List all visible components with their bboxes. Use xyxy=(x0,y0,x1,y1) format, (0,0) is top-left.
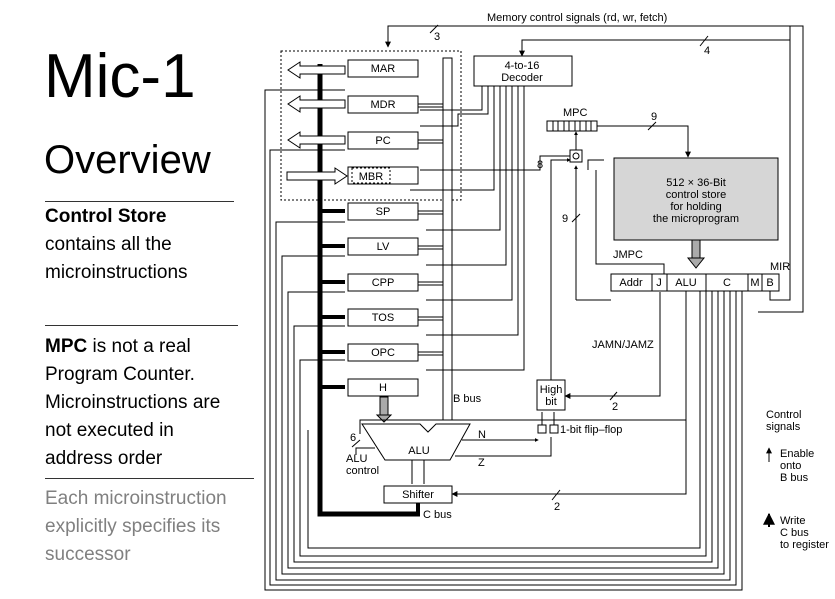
legend-write-2: C bus xyxy=(780,527,809,539)
mpc-label: MPC xyxy=(563,107,588,119)
control-store-3: for holding xyxy=(670,201,721,213)
control-store-1: 512 × 36-Bit xyxy=(666,177,726,189)
jamn-jamz-label: JAMN/JAMZ xyxy=(592,339,654,351)
width-9b: 9 xyxy=(562,213,568,225)
note-mpc-text: is not a real Program Counter. Microinst… xyxy=(45,336,221,469)
divider xyxy=(45,201,234,202)
decoder-label-2: Decoder xyxy=(501,72,543,84)
memory-control-label: Memory control signals (rd, wr, fetch) xyxy=(487,12,667,24)
flipflop-z xyxy=(549,424,559,434)
register-pc: PC xyxy=(347,131,419,150)
flipflop-n xyxy=(537,424,547,434)
z-label: Z xyxy=(478,457,485,469)
mir-dividers xyxy=(651,274,763,291)
flipflop-label: 1-bit flip–flop xyxy=(560,424,622,436)
shifter-label: Shifter xyxy=(402,489,434,501)
b-bus-enables xyxy=(418,103,443,356)
register-mbr: MBR xyxy=(347,166,419,185)
b-bus xyxy=(442,57,453,421)
slide-subtitle: Overview xyxy=(44,138,211,182)
svg-text:OPC: OPC xyxy=(371,347,395,359)
b-enable-lines xyxy=(410,94,525,371)
register-sp: SP xyxy=(347,202,419,221)
alu-label: ALU xyxy=(408,445,429,457)
svg-text:CPP: CPP xyxy=(372,277,395,289)
svg-text:SP: SP xyxy=(376,206,391,218)
decoder-box xyxy=(473,55,573,87)
c-bus-taps xyxy=(320,66,345,389)
width-3: 3 xyxy=(434,31,440,43)
legend-enable-3: B bus xyxy=(780,472,809,484)
legend-enable-2: onto xyxy=(780,460,801,472)
note-mpc-bold: MPC xyxy=(45,336,88,357)
mir-field-m: M xyxy=(750,277,759,289)
mir-register xyxy=(610,273,780,292)
svg-text:H: H xyxy=(379,382,387,394)
decoder-outputs xyxy=(481,86,525,94)
b-bus-label: B bus xyxy=(453,393,482,405)
mpc-bits xyxy=(552,121,592,131)
memory-control-line xyxy=(385,25,804,313)
high-bit-2: bit xyxy=(545,396,557,408)
control-store-4: the microprogram xyxy=(653,213,739,225)
width-2b: 2 xyxy=(554,501,560,513)
mir-field-j: J xyxy=(656,277,662,289)
mir-label: MIR xyxy=(770,261,790,273)
n-label: N xyxy=(478,429,486,441)
divider xyxy=(45,325,238,326)
control-store-2: control store xyxy=(666,189,727,201)
register-opc: OPC xyxy=(347,343,419,362)
memory-arrows xyxy=(286,61,348,185)
width-8: 8 xyxy=(537,159,543,171)
svg-text:MBR: MBR xyxy=(359,171,384,183)
alu-control-2: control xyxy=(346,465,379,477)
or-gate xyxy=(569,149,583,163)
legend-title-2: signals xyxy=(766,421,801,433)
legend-enable-1: Enable xyxy=(780,448,814,460)
svg-text:LV: LV xyxy=(377,241,390,253)
c-bus-label: C bus xyxy=(423,509,452,521)
svg-text:MAR: MAR xyxy=(371,63,396,75)
mir-field-b: B xyxy=(766,277,773,289)
decoder-input xyxy=(519,26,791,57)
decoder-label-1: 4-to-16 xyxy=(505,60,540,72)
register-mdr: MDR xyxy=(347,95,419,114)
mir-field-addr: Addr xyxy=(619,277,643,289)
alu-shape xyxy=(361,423,471,461)
note-control-store-text: contains all the microinstructions xyxy=(45,234,188,283)
width-2a: 2 xyxy=(612,401,618,413)
control-store xyxy=(613,157,779,241)
register-mar: MAR xyxy=(347,59,419,78)
note-mpc: MPC is not a real Program Counter. Micro… xyxy=(45,333,245,473)
width-4: 4 xyxy=(704,45,710,57)
note-successor: Each microinstruction explicitly specifi… xyxy=(45,488,227,565)
mir-field-alu: ALU xyxy=(675,277,696,289)
svg-text:MDR: MDR xyxy=(370,99,395,111)
legend-write-1: Write xyxy=(780,515,805,527)
c-bus xyxy=(317,64,420,517)
mir-field-c: C xyxy=(723,277,731,289)
width-6: 6 xyxy=(350,432,356,444)
mpc-register xyxy=(546,120,598,132)
register-h: H xyxy=(347,378,419,397)
jmpc-label: JMPC xyxy=(613,249,643,261)
c-field-lines xyxy=(264,89,743,591)
register-cpp: CPP xyxy=(347,273,419,292)
svg-text:TOS: TOS xyxy=(372,312,394,324)
legend-title-1: Control xyxy=(766,409,801,421)
alu-control-1: ALU xyxy=(346,453,367,465)
legend-write-3: to register xyxy=(780,539,829,551)
svg-text:PC: PC xyxy=(375,135,390,147)
register-lv: LV xyxy=(347,237,419,256)
h-to-alu xyxy=(379,396,389,416)
note-control-store: Control Store contains all the microinst… xyxy=(45,203,245,287)
slide-title: Mic-1 xyxy=(44,42,196,111)
high-bit-1: High xyxy=(540,384,563,396)
divider xyxy=(45,478,254,479)
note-control-store-bold: Control Store xyxy=(45,206,167,227)
register-tos: TOS xyxy=(347,308,419,327)
memory-interface-box xyxy=(280,50,462,201)
width-9a: 9 xyxy=(651,111,657,123)
